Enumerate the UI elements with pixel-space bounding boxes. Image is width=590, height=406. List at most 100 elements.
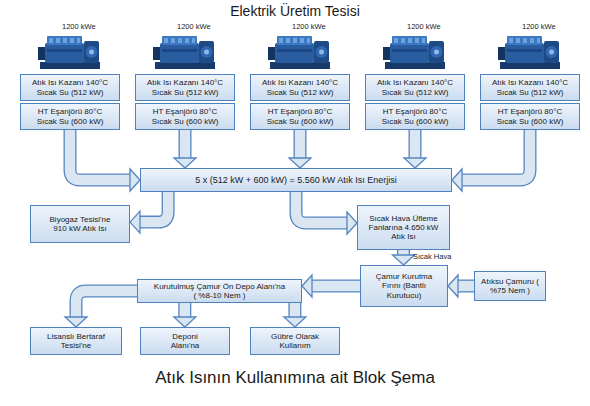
flow-arrow [130,192,168,233]
arrow-head [452,169,462,191]
box-text: HT Eşanjörü 80°C Sıcak Su (600 kW) [374,107,456,125]
box-text: Sıcak Hava Üfleme Fanlarına 4.650 kW Atı… [368,214,440,242]
arrow-body [410,130,420,159]
flow-arrow [70,130,140,191]
flow-arrow [289,130,311,168]
box-text: Deponi Alanı'na [165,332,205,350]
engine-illustration [153,36,215,69]
arrow-head [174,317,196,327]
flow-arrow [393,250,415,265]
flow-arrow [404,130,426,168]
power-rating: 1200 kWe [177,22,211,31]
engine-illustration [498,36,560,69]
power-rating: 1200 kWe [292,22,326,31]
arrow-body [180,130,190,159]
power-rating: 1200 kWe [522,22,556,31]
engine-illustration [383,36,445,69]
flow-arrow [65,291,137,327]
arrow-head [130,169,140,191]
process-box: Lisanslı Bertaraf Tesisi'ne [30,327,122,355]
box-text: Atık Isı Kazanı 140°C Sıcak Su (512 kW) [29,78,111,96]
box-text: HT Eşanjörü 80°C Sıcak Su (600 kW) [489,107,571,125]
box-text: Kurutulmuş Çamur Ön Depo Alanı'na ( %8-1… [153,282,286,300]
process-box: HT Eşanjörü 80°C Sıcak Su (600 kW) [135,103,235,130]
box-text: HT Eşanjörü 80°C Sıcak Su (600 kW) [144,107,226,125]
arrow-outline [409,130,422,159]
arrow-outline [179,130,192,159]
diagram-title: Elektrik Üretim Tesisi [0,3,590,19]
arrow-head [174,158,196,168]
arrow-head [448,275,458,297]
arrow-outline [461,130,530,180]
arrow-head [302,275,312,297]
flow-arrow [174,130,196,168]
box-text: Biyogaz Tesisi'ne 910 kW Atık Isı [45,215,115,233]
arrow-outline [457,280,474,293]
box-text: Atık Isı Kazanı 140°C Sıcak Su (512 kW) [259,78,341,96]
flow-arrow [302,275,360,297]
arrow-head [289,158,311,168]
flow-arrow [284,303,306,327]
flow-arrow [296,192,357,234]
process-box: Atık Isı Kazanı 140°C Sıcak Su (512 kW) [365,74,465,101]
flow-arrow [452,130,530,191]
arrow-body [290,303,300,318]
box-text: 5 x (512 kW + 600 kW) = 5.560 kW Atık Is… [146,175,446,185]
process-box: Atıksu Çamuru ( %75 Nem ) [474,271,546,301]
engine-illustration [38,36,100,69]
process-box: Sıcak Hava Üfleme Fanlarına 4.650 kW Atı… [357,205,450,250]
power-rating: 1200 kWe [62,22,96,31]
process-box: HT Eşanjörü 80°C Sıcak Su (600 kW) [480,103,580,130]
box-text: Gübre Olarak Kullanım [268,332,323,350]
arrow-body [139,192,168,222]
arrow-head [393,255,415,265]
box-text: Atık Isı Kazanı 140°C Sıcak Su (512 kW) [144,78,226,96]
arrow-outline [296,192,348,223]
arrow-outline [70,130,131,180]
box-text: Lisanslı Bertaraf Tesisi'ne [45,332,107,350]
arrow-body [76,291,137,318]
flow-arrow [448,275,474,297]
process-box: Atık Isı Kazanı 140°C Sıcak Su (512 kW) [135,74,235,101]
total-box: 5 x (512 kW + 600 kW) = 5.560 kW Atık Is… [140,168,452,192]
arrow-outline [288,303,301,318]
arrow-body [70,130,131,180]
arrow-head [130,211,140,233]
process-box: HT Eşanjörü 80°C Sıcak Su (600 kW) [250,103,350,130]
arrow-outline [294,130,307,159]
process-box: Gübre Olarak Kullanım [250,327,340,355]
process-box: HT Eşanjörü 80°C Sıcak Su (600 kW) [20,103,120,130]
diagram-caption: Atık Isının Kullanımına ait Blok Şema [0,368,590,388]
arrow-body [296,192,348,223]
arrow-head [284,317,306,327]
flow-arrow [174,303,196,327]
process-box: Kurutulmuş Çamur Ön Depo Alanı'na ( %8-1… [137,279,302,303]
box-text: HT Eşanjörü 80°C Sıcak Su (600 kW) [29,107,111,125]
arrow-body [180,303,190,318]
arrow-head [404,158,426,168]
process-box: Deponi Alanı'na [140,327,230,355]
arrow-outline [139,192,168,222]
engine-illustration [268,36,330,69]
arrow-outline [76,291,137,318]
process-box: HT Eşanjörü 80°C Sıcak Su (600 kW) [365,103,465,130]
box-text: Atık Isı Kazanı 140°C Sıcak Su (512 kW) [489,78,571,96]
arrow-outline [311,280,360,293]
box-text: HT Eşanjörü 80°C Sıcak Su (600 kW) [259,107,341,125]
process-box: Atık Isı Kazanı 140°C Sıcak Su (512 kW) [480,74,580,101]
flow-label: Sıcak Hava [413,252,451,261]
arrow-body [311,281,360,291]
process-box: Çamur Kurutma Fırını (Bantlı Kurutucu) [360,265,448,307]
process-box: Atık Isı Kazanı 140°C Sıcak Su (512 kW) [250,74,350,101]
arrow-body [295,130,305,159]
box-text: Atıksu Çamuru ( %75 Nem ) [481,277,539,295]
arrow-outline [178,303,191,318]
arrow-body [461,130,530,180]
arrow-head [347,212,357,234]
process-box: Biyogaz Tesisi'ne 910 kW Atık Isı [30,205,130,243]
power-rating: 1200 kWe [407,22,441,31]
arrow-head [65,317,87,327]
box-text: Çamur Kurutma Fırını (Bantlı Kurutucu) [373,272,435,300]
arrow-body [457,281,474,291]
